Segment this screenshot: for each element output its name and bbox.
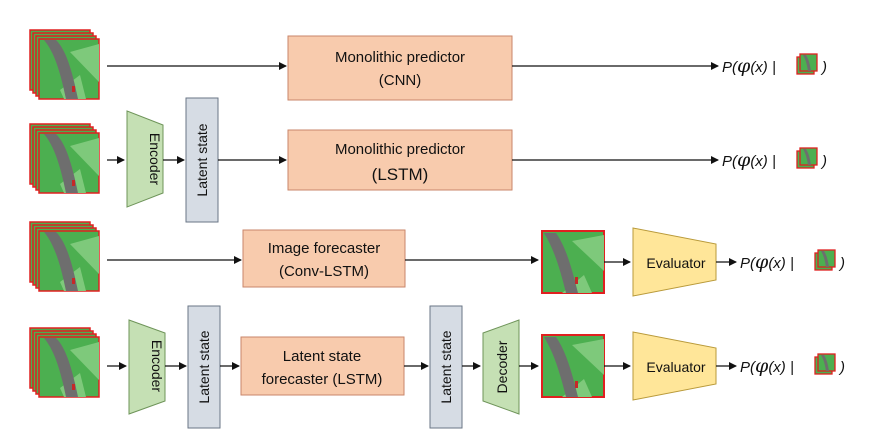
predicted-frame [541,334,605,398]
encoder-block [128,319,166,415]
input-frames-1 [29,29,100,100]
forecaster-line1: Latent state [283,348,361,365]
encoder-block [126,110,164,208]
predicted-frame [541,230,605,294]
predictor-line2: (LSTM) [372,165,429,184]
input-frames-2 [29,123,100,194]
output-close-paren: ) [838,359,845,376]
row-2: Encoder Latent state Monolithic predicto… [29,97,827,223]
output-close-paren: ) [838,255,845,272]
latent-state-block-2 [429,305,463,429]
evaluator-label: Evaluator [646,359,705,375]
decoder-block [482,319,520,415]
predictor-line1: Monolithic predictor [335,141,465,158]
goal-frame-icon [814,353,836,375]
input-frames-3 [29,221,100,292]
forecaster-line2: (Conv-LSTM) [279,263,369,280]
forecaster-line1: Image forecaster [268,240,381,257]
row-4: Encoder Latent state Latent state foreca… [29,305,845,429]
monolithic-predictor-cnn-box [287,35,513,101]
forecaster-line2: forecaster (LSTM) [262,371,383,388]
goal-frame-icon [796,53,818,75]
input-frames-4 [29,327,100,398]
latent-state-label: Latent state [196,330,212,403]
latent-state-label: Latent state [438,330,454,403]
row-3: Image forecaster (Conv-LSTM) Evaluator P… [29,221,845,297]
output-probability-label: P(φ(x) | [722,55,776,77]
goal-frame-icon [796,147,818,169]
output-close-paren: ) [820,59,827,76]
image-forecaster-box [242,229,406,288]
evaluator-label: Evaluator [646,255,705,271]
latent-state-label: Latent state [194,123,210,196]
encoder-label: Encoder [147,133,163,185]
output-close-paren: ) [820,153,827,170]
output-probability-label: P(φ(x) | [740,251,794,273]
evaluator-block [632,331,717,401]
monolithic-predictor-lstm-box [287,129,513,191]
predictor-line2: (CNN) [379,72,422,89]
output-probability-label: P(φ(x) | [740,355,794,377]
output-probability-label: P(φ(x) | [722,149,776,171]
evaluator-block [632,227,717,297]
goal-frame-icon [814,249,836,271]
row-1: Monolithic predictor (CNN) P(φ(x) | ) [29,29,827,101]
decoder-label: Decoder [494,340,510,393]
predictor-line1: Monolithic predictor [335,49,465,66]
latent-state-block-1 [187,305,221,429]
latent-state-forecaster-box [240,336,405,396]
encoder-label: Encoder [149,340,165,392]
